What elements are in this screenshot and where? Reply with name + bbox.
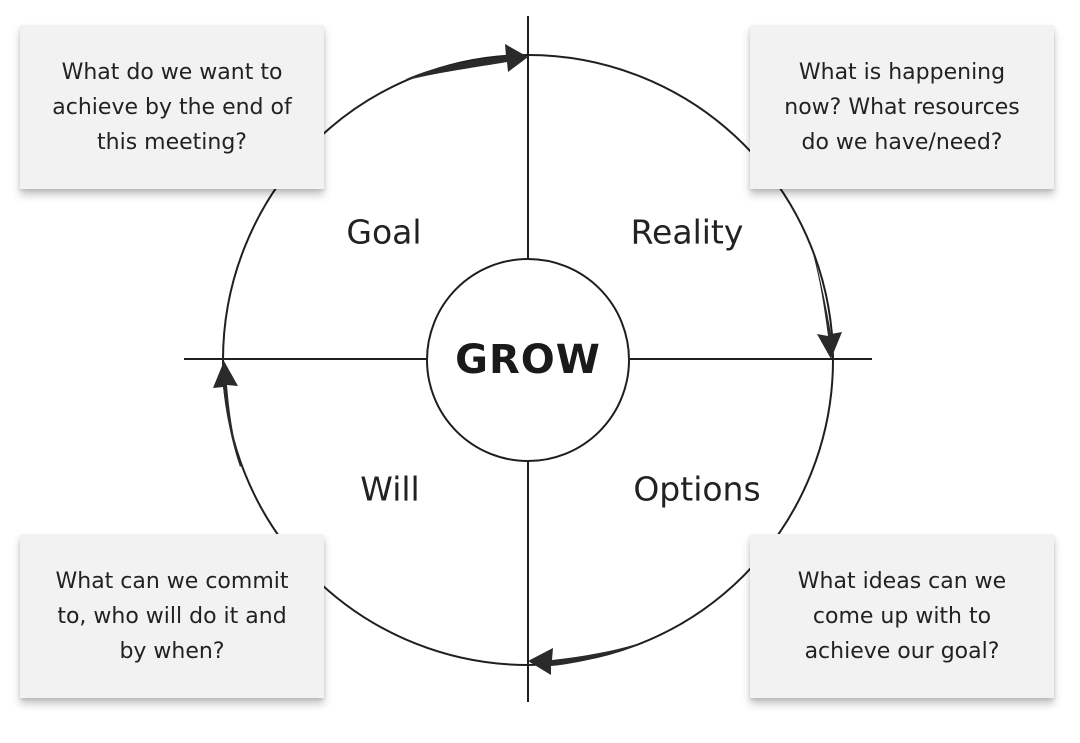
note-goal: What do we want to achieve by the end of… <box>20 25 324 189</box>
quadrant-label-options: Options <box>633 469 761 509</box>
quadrant-label-goal: Goal <box>346 212 422 252</box>
center-circle <box>426 258 630 462</box>
note-goal-text: What do we want to achieve by the end of… <box>52 59 292 155</box>
quadrant-label-will: Will <box>360 469 420 509</box>
arrow-will-to-goal-icon <box>213 361 241 467</box>
note-options: What ideas can we come up with to achiev… <box>750 534 1054 698</box>
quadrant-label-reality: Reality <box>630 212 744 252</box>
note-will: What can we commit to, who will do it an… <box>20 534 324 698</box>
note-options-text: What ideas can we come up with to achiev… <box>797 568 1007 664</box>
arrow-goal-to-reality-icon <box>406 44 528 80</box>
center-title: GROW <box>455 337 601 383</box>
arrow-reality-to-options-icon <box>813 253 842 359</box>
note-reality: What is happening now? What resources do… <box>750 25 1054 189</box>
arrow-options-to-will-icon <box>528 644 638 675</box>
note-reality-text: What is happening now? What resources do… <box>784 59 1020 155</box>
note-will-text: What can we commit to, who will do it an… <box>55 568 289 664</box>
